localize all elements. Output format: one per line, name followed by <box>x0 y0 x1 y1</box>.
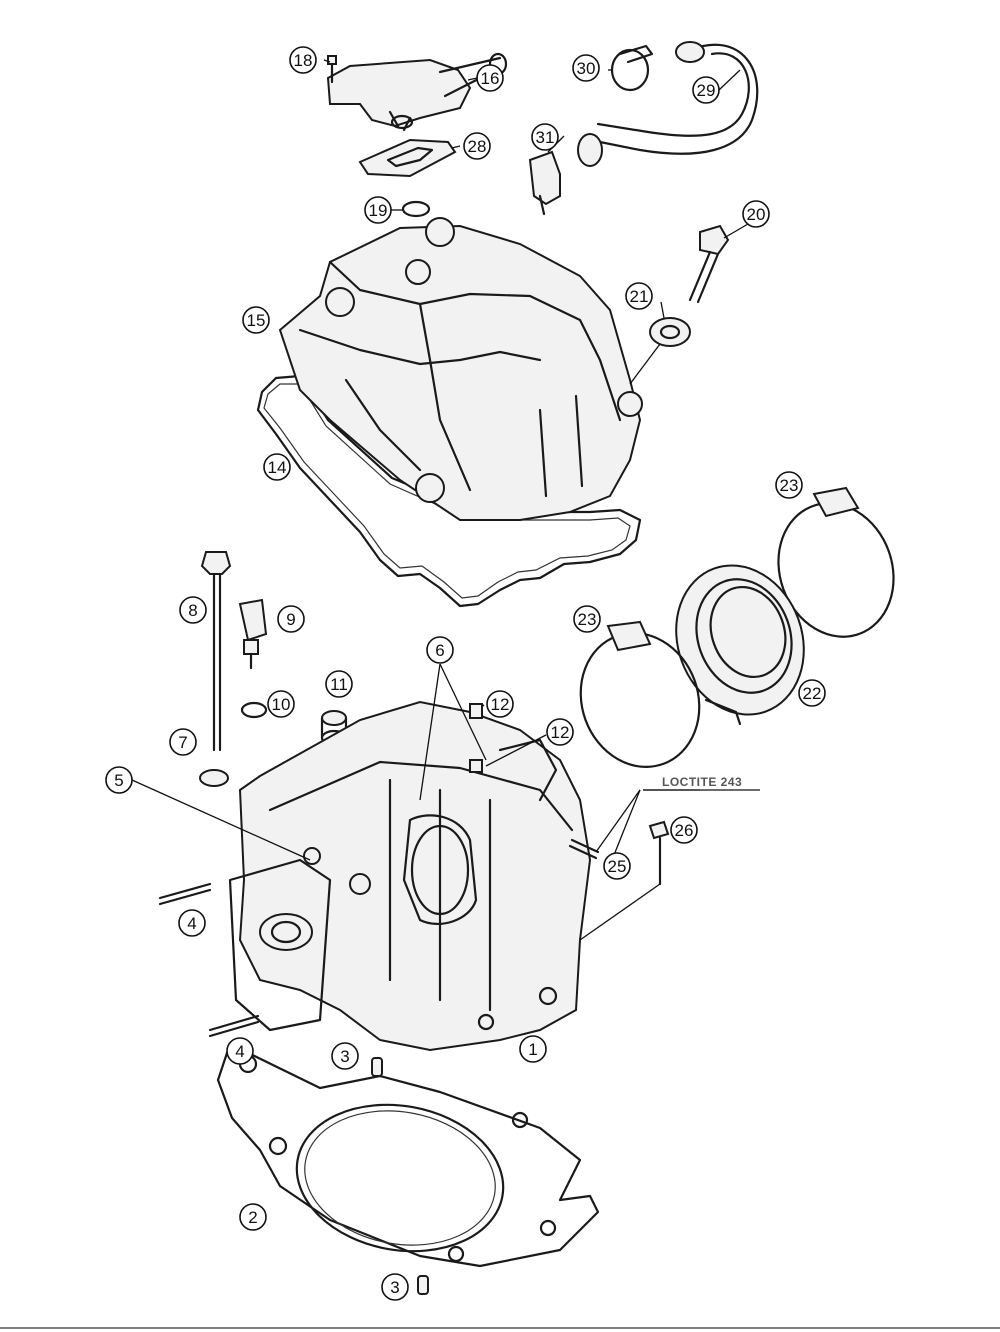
svg-text:3: 3 <box>390 1278 399 1297</box>
svg-text:7: 7 <box>178 733 187 752</box>
svg-text:28: 28 <box>468 137 487 156</box>
gasket-28 <box>358 138 457 178</box>
bolt-18 <box>327 55 337 84</box>
clamp-23-upper <box>777 486 895 638</box>
o-ring-19 <box>401 200 431 218</box>
callout-1: 1 <box>519 1035 547 1063</box>
dowel-pin-3b <box>417 1275 429 1295</box>
callout-16: 16 <box>476 64 504 92</box>
svg-text:2: 2 <box>248 1208 257 1227</box>
dowel-pin-3a <box>371 1057 383 1077</box>
svg-text:1: 1 <box>528 1040 537 1059</box>
callout-30: 30 <box>572 54 600 82</box>
hose-29 <box>577 41 759 167</box>
svg-text:25: 25 <box>608 857 627 876</box>
washer-7 <box>199 769 229 787</box>
callout-10: 10 <box>267 690 295 718</box>
callout-29: 29 <box>692 76 720 104</box>
svg-text:29: 29 <box>697 81 716 100</box>
svg-text:21: 21 <box>630 287 649 306</box>
svg-text:26: 26 <box>675 821 694 840</box>
thermostat-housing <box>326 52 508 132</box>
seal-ring-10 <box>240 701 268 719</box>
temp-sensor-9 <box>238 598 268 670</box>
hose-clamp-30 <box>610 44 654 92</box>
svg-text:3: 3 <box>340 1047 349 1066</box>
stud-4-lower <box>208 1014 260 1038</box>
callout-3a: 3 <box>331 1042 359 1070</box>
svg-text:31: 31 <box>536 128 555 147</box>
callout-2: 2 <box>239 1203 267 1231</box>
svg-text:11: 11 <box>330 675 348 694</box>
svg-text:6: 6 <box>435 641 444 660</box>
callout-3b: 3 <box>381 1273 409 1301</box>
bolt-26 <box>648 820 670 886</box>
callout-31: 31 <box>531 123 559 151</box>
callout-4b: 4 <box>226 1037 254 1065</box>
svg-text:19: 19 <box>369 201 388 220</box>
callout-11: 11 <box>325 670 353 698</box>
washer-21 <box>649 317 691 347</box>
callout-6: 6 <box>426 636 454 664</box>
svg-text:30: 30 <box>577 59 596 78</box>
callout-12a: 12 <box>486 690 514 718</box>
stud-bolt-8 <box>200 551 232 752</box>
valve-cover <box>278 217 643 521</box>
callout-19: 19 <box>364 196 392 224</box>
svg-text:5: 5 <box>114 771 123 790</box>
svg-text:18: 18 <box>294 51 313 70</box>
callout-9: 9 <box>277 605 305 633</box>
svg-text:12: 12 <box>551 723 570 742</box>
clamp-23-lower <box>579 620 701 769</box>
stud-4-upper <box>158 882 212 906</box>
callout-4a: 4 <box>178 909 206 937</box>
bolt-25 <box>568 838 600 860</box>
svg-text:16: 16 <box>481 69 500 88</box>
callout-18: 18 <box>289 46 317 74</box>
callout-26: 26 <box>670 816 698 844</box>
plug-12b <box>469 759 483 773</box>
svg-text:22: 22 <box>803 684 822 703</box>
callout-5: 5 <box>105 766 133 794</box>
cylinder-head <box>228 700 592 1052</box>
bolt-20 <box>688 224 730 304</box>
callout-23a: 23 <box>775 471 803 499</box>
callout-21: 21 <box>625 282 653 310</box>
callout-7: 7 <box>169 728 197 756</box>
svg-text:20: 20 <box>747 205 766 224</box>
svg-text:14: 14 <box>268 458 287 477</box>
svg-text:8: 8 <box>188 601 197 620</box>
svg-text:12: 12 <box>491 695 510 714</box>
svg-text:9: 9 <box>286 610 295 629</box>
loctite-note: LOCTITE 243 <box>662 775 742 789</box>
plug-12a <box>469 703 483 719</box>
svg-text:10: 10 <box>272 695 291 714</box>
callout-14: 14 <box>263 453 291 481</box>
svg-text:23: 23 <box>780 476 799 495</box>
callout-28: 28 <box>463 132 491 160</box>
svg-text:4: 4 <box>187 914 196 933</box>
intake-boot-22 <box>675 564 805 726</box>
callout-23b: 23 <box>573 605 601 633</box>
callout-12b: 12 <box>546 718 574 746</box>
svg-text:4: 4 <box>235 1042 244 1061</box>
callout-22: 22 <box>798 679 826 707</box>
head-gasket <box>216 1042 600 1268</box>
callout-20: 20 <box>742 200 770 228</box>
callout-8: 8 <box>179 596 207 624</box>
sensor-31 <box>528 150 561 216</box>
callout-15: 15 <box>242 306 270 334</box>
svg-text:23: 23 <box>578 610 597 629</box>
callout-25: 25 <box>603 852 631 880</box>
svg-text:15: 15 <box>247 311 266 330</box>
leader-lines <box>131 59 760 941</box>
